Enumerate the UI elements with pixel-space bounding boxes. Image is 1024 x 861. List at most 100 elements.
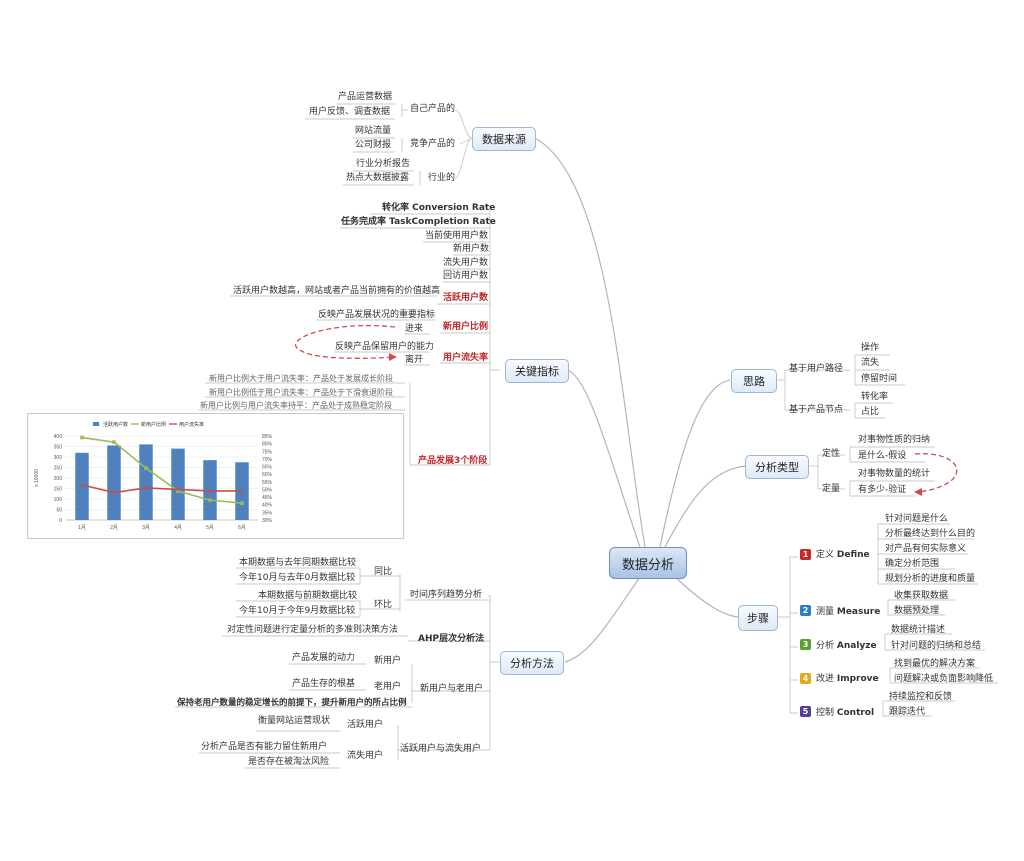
time-series-node[interactable]: 时间序列趋势分析: [410, 590, 483, 600]
churn-rate-out: 离开: [405, 355, 424, 365]
step-4-node[interactable]: 改进 Improve: [816, 674, 879, 684]
chart-svg: 05010015020025030035040030%35%40%45%50%5…: [34, 421, 273, 531]
step-4-item-2: 问题解决或负面影响降低: [894, 674, 994, 684]
chart-point: [208, 489, 212, 493]
branch-steps[interactable]: 步骤: [738, 605, 778, 631]
metric-task-completion[interactable]: 任务完成率 TaskCompletion Rate: [341, 217, 496, 227]
chart-point: [112, 491, 116, 494]
chart-xtick: 2月: [110, 525, 118, 531]
industry-item-2: 热点大数据披露: [346, 173, 410, 183]
step-3-badge: 3: [800, 639, 811, 650]
metric-return-users[interactable]: 回访用户数: [443, 271, 489, 281]
own-product-node[interactable]: 自己产品的: [410, 104, 456, 114]
metric-churn-rate[interactable]: 用户流失率: [443, 353, 489, 363]
chart-y2tick: 40%: [262, 503, 273, 509]
competitor-item-2: 公司财报: [355, 140, 392, 150]
branch-key-metrics[interactable]: 关键指标: [505, 359, 569, 383]
step-1-item-2: 分析最终达到什么目的: [885, 529, 976, 539]
chart-xtick: 1月: [78, 525, 86, 531]
user-path-node[interactable]: 基于用户路径: [789, 364, 844, 374]
metric-product-stages[interactable]: 产品发展3个阶段: [418, 456, 488, 466]
step-2-item-2: 数据预处理: [894, 606, 940, 616]
step-2-item-1: 收集获取数据: [894, 591, 949, 601]
chart-series-line: [81, 484, 242, 494]
yoy-item-1: 本期数据与去年同期数据比较: [239, 558, 357, 568]
quantitative-node[interactable]: 定量: [822, 484, 841, 494]
branch-analysis-types[interactable]: 分析类型: [745, 455, 809, 479]
branch-thinking[interactable]: 思路: [731, 369, 777, 393]
step-3-node[interactable]: 分析 Analyze: [816, 641, 877, 651]
chart-point: [208, 498, 212, 502]
metric-current-users[interactable]: 当前使用用户数: [425, 231, 489, 241]
churn-user-node[interactable]: 流失用户: [347, 751, 384, 761]
new-old-node[interactable]: 新用户与老用户: [420, 684, 484, 694]
active-user-node[interactable]: 活跃用户: [347, 720, 384, 730]
chart-y2tick: 75%: [262, 449, 273, 455]
chart-ytick: 200: [54, 476, 63, 482]
chart-ytick: 350: [54, 445, 63, 451]
quantitative-item-1: 对事物数量的统计: [858, 469, 931, 479]
mom-item-1: 本期数据与前期数据比较: [258, 591, 358, 601]
metric-new-users[interactable]: 新用户数: [453, 244, 490, 254]
qualitative-item-1: 对事物性质的归纳: [858, 435, 931, 445]
chart-y2tick: 65%: [262, 465, 273, 471]
chart-ylabel: x 10000: [34, 469, 40, 487]
chart-legend-label: 新用户比例: [141, 421, 166, 428]
active-user-note: 衡量网站运营现状: [258, 716, 331, 726]
qualitative-item-2: 是什么-假设: [858, 451, 907, 461]
new-ratio-in: 进来: [405, 324, 424, 334]
stage-item-3: 新用户比例与用户流失率持平：产品处于成熟稳定阶段: [200, 401, 392, 410]
chart-ytick: 150: [54, 487, 63, 493]
churn-user-note-2: 是否存在被淘汰风险: [248, 757, 330, 767]
old-user-note: 产品生存的根基: [292, 679, 356, 689]
chart-point: [240, 489, 244, 493]
chart-ytick: 0: [59, 518, 62, 524]
branch-methods[interactable]: 分析方法: [500, 651, 564, 675]
step-3-item-2: 针对问题的归纳和总结: [891, 641, 982, 651]
chart-y2tick: 50%: [262, 487, 273, 493]
branch-data-source[interactable]: 数据来源: [472, 127, 536, 151]
chart-legend-label: 用户流失率: [179, 421, 204, 428]
step-4-badge: 4: [800, 673, 811, 684]
metric-active-users[interactable]: 活跃用户数: [443, 293, 489, 303]
step-4-item-1: 找到最优的解决方案: [894, 659, 976, 669]
ahp-node[interactable]: AHP层次分析法: [418, 634, 485, 644]
chart-bar: [75, 452, 89, 520]
new-old-note: 保持老用户数量的稳定增长的前提下，提升新用户的所占比例: [177, 698, 407, 708]
competitor-node[interactable]: 竞争产品的: [410, 139, 456, 149]
chart-point: [112, 440, 116, 444]
step-2-badge: 2: [800, 605, 811, 616]
step-1-node[interactable]: 定义 Define: [816, 550, 870, 560]
chart-point: [176, 488, 180, 491]
active-churn-node[interactable]: 活跃用户与流失用户: [400, 744, 482, 754]
step-3-item-1: 数据统计描述: [891, 625, 946, 635]
own-item-1: 产品运营数据: [338, 92, 393, 102]
chart-point: [80, 483, 84, 487]
chart-bar: [107, 445, 121, 520]
step-5-badge: 5: [800, 706, 811, 717]
mom-node[interactable]: 环比: [374, 600, 393, 610]
chart-y2tick: 45%: [262, 495, 273, 501]
yoy-node[interactable]: 同比: [374, 567, 393, 577]
old-user-node[interactable]: 老用户: [374, 682, 402, 692]
metric-churn-users[interactable]: 流失用户数: [443, 258, 489, 268]
metric-conversion-rate[interactable]: 转化率 Conversion Rate: [382, 203, 496, 213]
new-user-node[interactable]: 新用户: [374, 656, 402, 666]
step-1-item-3: 对产品有何实际意义: [885, 544, 967, 554]
qualitative-node[interactable]: 定性: [822, 449, 841, 459]
central-topic[interactable]: 数据分析: [609, 547, 687, 579]
product-node-node[interactable]: 基于产品节点: [789, 405, 844, 415]
industry-node[interactable]: 行业的: [428, 173, 456, 183]
metric-new-ratio[interactable]: 新用户比例: [443, 322, 489, 332]
step-2-node[interactable]: 测量 Measure: [816, 607, 881, 617]
chart-y2tick: 35%: [262, 510, 273, 516]
chart-ytick: 400: [54, 434, 63, 440]
step-5-node[interactable]: 控制 Control: [816, 708, 875, 718]
step-1-badge: 1: [800, 549, 811, 560]
stage-item-1: 新用户比例大于用户流失率：产品处于发展成长阶段: [209, 374, 393, 383]
mom-item-2: 今年10月于今年9月数据比较: [239, 606, 356, 616]
chart-ytick: 50: [56, 508, 62, 514]
step-1-item-4: 确定分析范围: [885, 559, 940, 569]
